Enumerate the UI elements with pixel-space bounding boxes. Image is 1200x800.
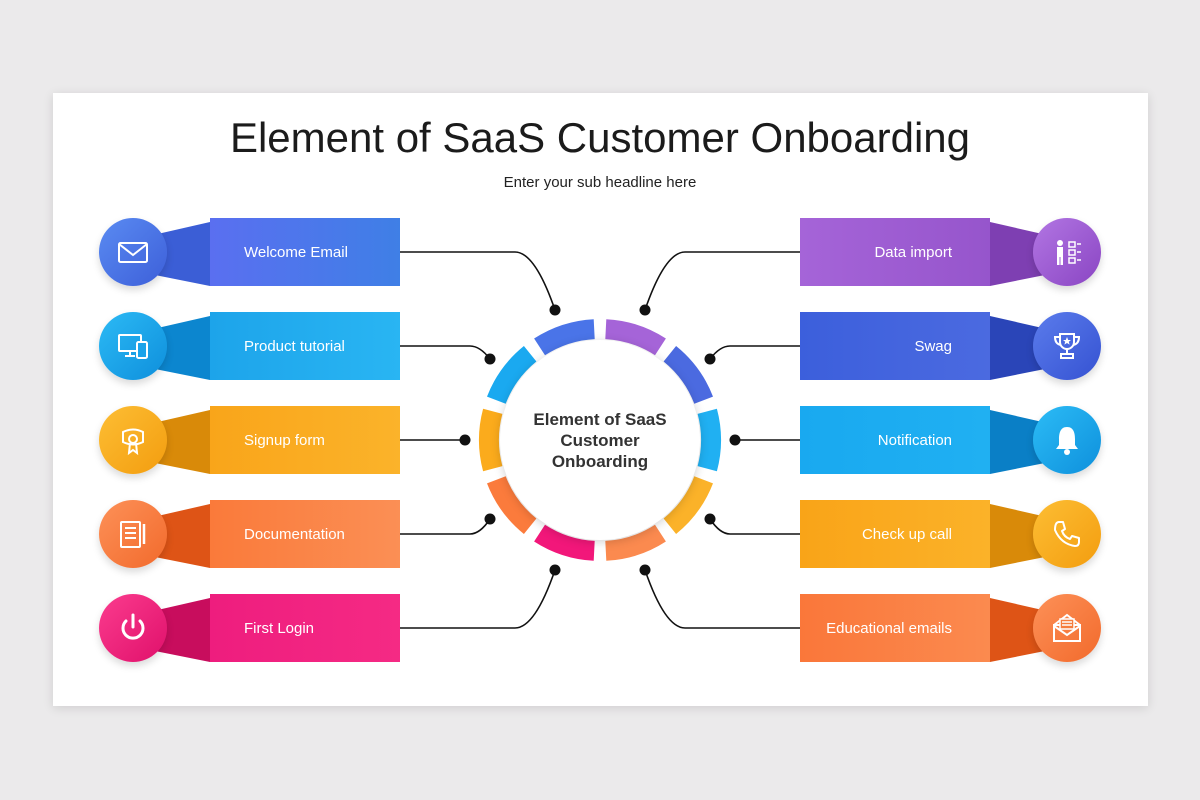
item-bar: Signup form (210, 406, 400, 474)
item-label: Product tutorial (244, 337, 345, 355)
item-label: Notification (877, 431, 952, 449)
item-label: Welcome Email (244, 243, 348, 261)
item-bar: Notification (800, 406, 990, 474)
certificate-icon (99, 406, 167, 474)
item-label: Signup form (244, 431, 325, 449)
item-label: Documentation (244, 525, 345, 543)
page-subtitle: Enter your sub headline here (503, 174, 697, 191)
power-icon (99, 594, 167, 662)
page-title: Element of SaaS Customer Onboarding (229, 114, 971, 161)
item-bar: Swag (800, 312, 990, 380)
item-bar: Check up call (800, 500, 990, 568)
document-icon (99, 500, 167, 568)
item-label: Educational emails (826, 619, 952, 637)
item-bar: Documentation (210, 500, 400, 568)
item-bar: Welcome Email (210, 218, 400, 286)
presenter-checklist-icon (1033, 218, 1101, 286)
center-label: Element of SaaS Customer Onboarding (533, 409, 667, 471)
item-label: First Login (244, 619, 315, 637)
bell-icon (1033, 406, 1101, 474)
mail-open-icon (1033, 594, 1101, 662)
item-label: Check up call (861, 525, 952, 543)
item-bar: Educational emails (800, 594, 990, 662)
phone-icon (1033, 500, 1101, 568)
item-bar: Data import (800, 218, 990, 286)
center-hub: Element of SaaS Customer Onboarding (500, 340, 700, 540)
envelope-icon (99, 218, 167, 286)
item-bar: Product tutorial (210, 312, 400, 380)
trophy-icon (1033, 312, 1101, 380)
item-bar: First Login (210, 594, 400, 662)
item-label: Swag (914, 337, 952, 355)
devices-icon (99, 312, 167, 380)
item-label: Data import (874, 243, 952, 261)
